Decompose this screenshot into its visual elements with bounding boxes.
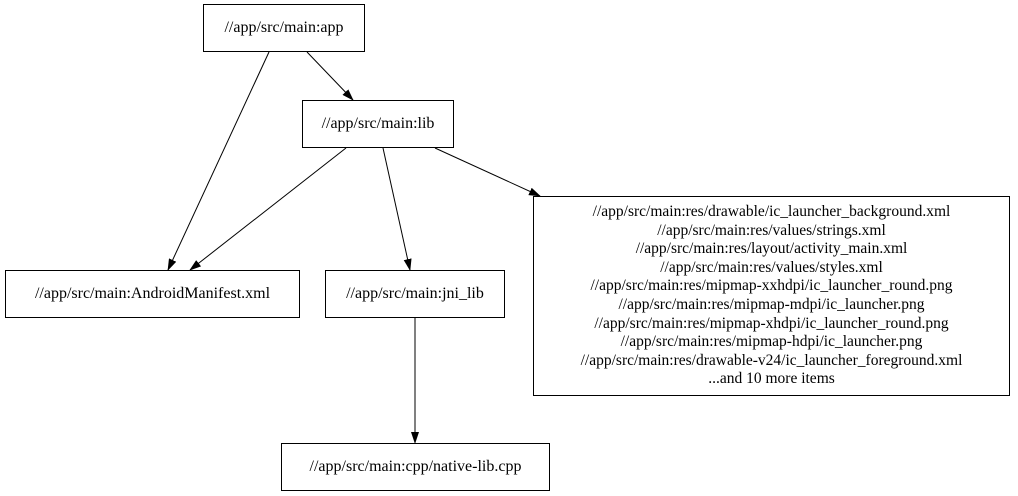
- res-more-items-note: ...and 10 more items: [708, 370, 835, 388]
- edge-lib-to-jni-lib: [382, 147, 412, 271]
- res-file-item: //app/src/main:res/mipmap-xxhdpi/ic_laun…: [590, 277, 953, 295]
- node-native-lib-cpp-target: //app/src/main:cpp/native-lib.cpp: [281, 443, 550, 491]
- res-file-item: //app/src/main:res/mipmap-hdpi/ic_launch…: [620, 333, 923, 351]
- res-file-item: //app/src/main:res/values/strings.xml: [657, 221, 886, 239]
- edge-lib-to-androidmanifest: [189, 147, 347, 271]
- node-lib-label: //app/src/main:lib: [321, 115, 435, 132]
- node-app-label: //app/src/main:app: [224, 19, 344, 36]
- node-lib-target: //app/src/main:lib: [302, 100, 454, 148]
- node-res-file-group: //app/src/main:res/drawable/ic_launcher_…: [533, 196, 1010, 396]
- node-androidmanifest-target: //app/src/main:AndroidManifest.xml: [5, 270, 300, 318]
- node-native-lib-cpp-label: //app/src/main:cpp/native-lib.cpp: [309, 458, 522, 475]
- res-file-item: //app/src/main:res/drawable/ic_launcher_…: [592, 203, 951, 221]
- node-jni-lib-target: //app/src/main:jni_lib: [325, 270, 505, 318]
- res-file-item: //app/src/main:res/drawable-v24/ic_launc…: [580, 351, 963, 369]
- res-file-item: //app/src/main:res/values/styles.xml: [660, 258, 883, 276]
- node-app-target: //app/src/main:app: [203, 4, 365, 52]
- node-jni-lib-label: //app/src/main:jni_lib: [346, 285, 484, 302]
- res-file-item: //app/src/main:res/layout/activity_main.…: [635, 240, 908, 258]
- edge-app-to-lib: [306, 51, 354, 101]
- res-file-item: //app/src/main:res/mipmap-mdpi/ic_launch…: [618, 296, 925, 313]
- node-androidmanifest-label: //app/src/main:AndroidManifest.xml: [34, 285, 271, 302]
- edge-lib-to-res-group: [434, 147, 541, 197]
- res-file-item: //app/src/main:res/mipmap-xhdpi/ic_launc…: [594, 314, 949, 332]
- edge-app-to-androidmanifest: [167, 51, 270, 271]
